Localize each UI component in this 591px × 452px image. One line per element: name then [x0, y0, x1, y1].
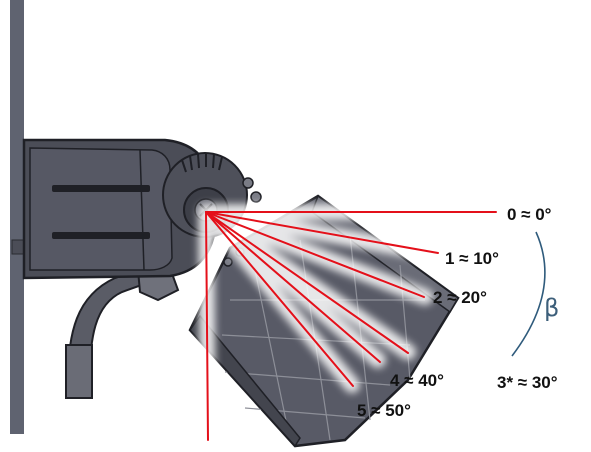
ray-40deg	[205, 211, 381, 363]
housing-front-face	[29, 147, 173, 271]
angle-rays	[205, 211, 497, 441]
ray-vertical	[205, 211, 209, 441]
ray-10deg	[205, 211, 439, 254]
ray-50deg	[205, 211, 354, 387]
wall	[10, 0, 24, 434]
beta-angle-arc	[511, 231, 546, 357]
housing-rib-top	[52, 185, 150, 192]
angle-label-2: 2 ≈ 20°	[433, 288, 487, 307]
housing-seam	[139, 149, 145, 271]
ray-30deg	[205, 211, 409, 354]
ray-20deg	[205, 211, 425, 298]
support-arm-foot	[65, 344, 93, 399]
hub-gear-teeth	[181, 153, 223, 173]
angle-label-5: 5 ≈ 50°	[357, 401, 411, 420]
housing-rib-bottom	[52, 232, 150, 239]
angle-label-3: 3* ≈ 30°	[497, 373, 558, 392]
angle-label-4: 4 ≈ 40°	[390, 371, 444, 390]
angle-label-1: 1 ≈ 10°	[445, 249, 499, 268]
beta-symbol: β	[544, 294, 559, 322]
angle-label-0: 0 ≈ 0°	[507, 205, 552, 224]
